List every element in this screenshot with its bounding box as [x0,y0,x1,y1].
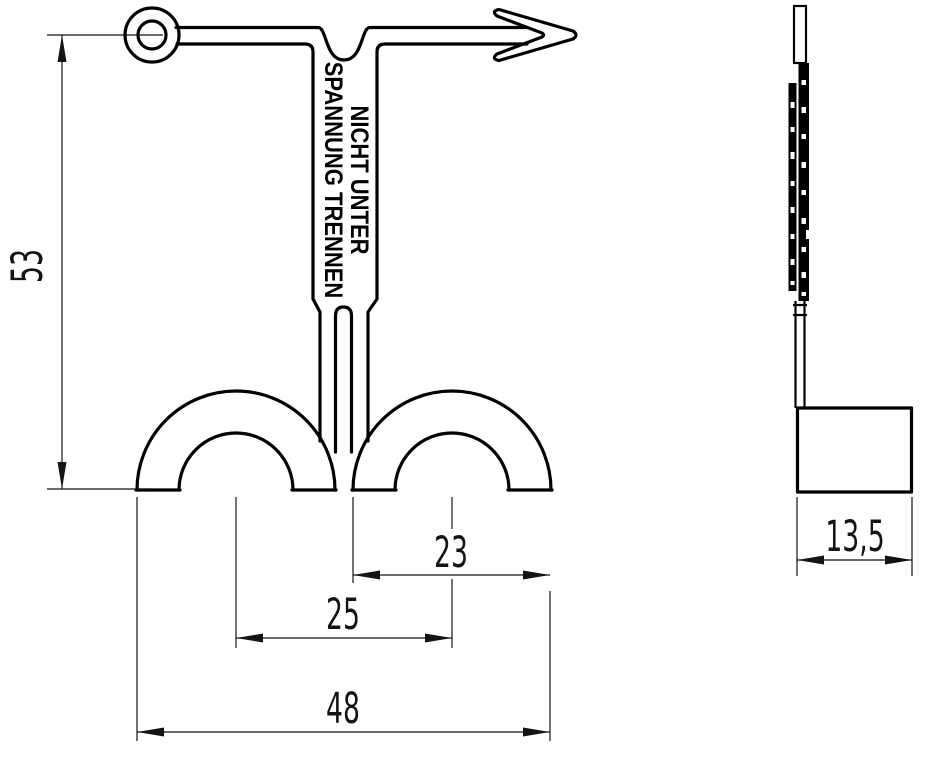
dim-width-48: 48 [136,497,551,741]
side-text-strip-right [798,63,809,301]
side-base-block [795,406,914,494]
dim-23-arrow-right [523,570,550,580]
side-emboss-dashes [790,80,809,296]
dim-53-text: 53 [4,249,53,283]
left-arch-inner [177,431,295,492]
dim-25-text: 25 [326,591,360,640]
tag-label: NICHT UNTER SPANNUNG TRENNEN [320,62,374,299]
arrow-head [492,7,578,63]
dim-arch-23: 23 [352,497,550,583]
dim-25-arrow-left [236,633,263,643]
dim-25-arrow-right [425,633,452,643]
dim-135-arrow-right [885,555,912,565]
dim-23-arrow-left [353,570,380,580]
dim-135-text: 13,5 [825,513,884,562]
side-stem-collar [793,303,807,317]
front-view: NICHT UNTER SPANNUNG TRENNEN [123,6,578,492]
side-view [788,4,914,494]
dim-spacing-25: 25 [235,497,453,648]
stem-slot [333,305,354,454]
dim-depth-13-5: 13,5 [796,497,913,576]
bar-stem-left-edge [175,42,322,443]
dim-23-text: 23 [434,529,468,578]
side-text-strip-left [788,83,797,291]
right-arch-outer [351,389,553,492]
dim-height-53: 53 [4,34,163,490]
side-stem-lines [794,301,806,408]
right-arch-inner [393,431,511,492]
side-top-section [792,4,808,65]
bar-stem-right-edge [366,42,529,443]
tag-label-line1: NICHT UNTER [346,105,374,254]
dim-53-arrow-up [57,35,67,62]
dim-48-text: 48 [326,685,360,734]
dim-48-arrow-right [523,727,550,737]
dim-135-arrow-left [797,555,824,565]
dim-53-arrow-down [57,462,67,489]
tag-label-line2: SPANNUNG TRENNEN [320,62,348,299]
dim-48-arrow-left [137,727,164,737]
left-arch-outer [135,389,337,492]
bar-top-edge [174,25,529,62]
